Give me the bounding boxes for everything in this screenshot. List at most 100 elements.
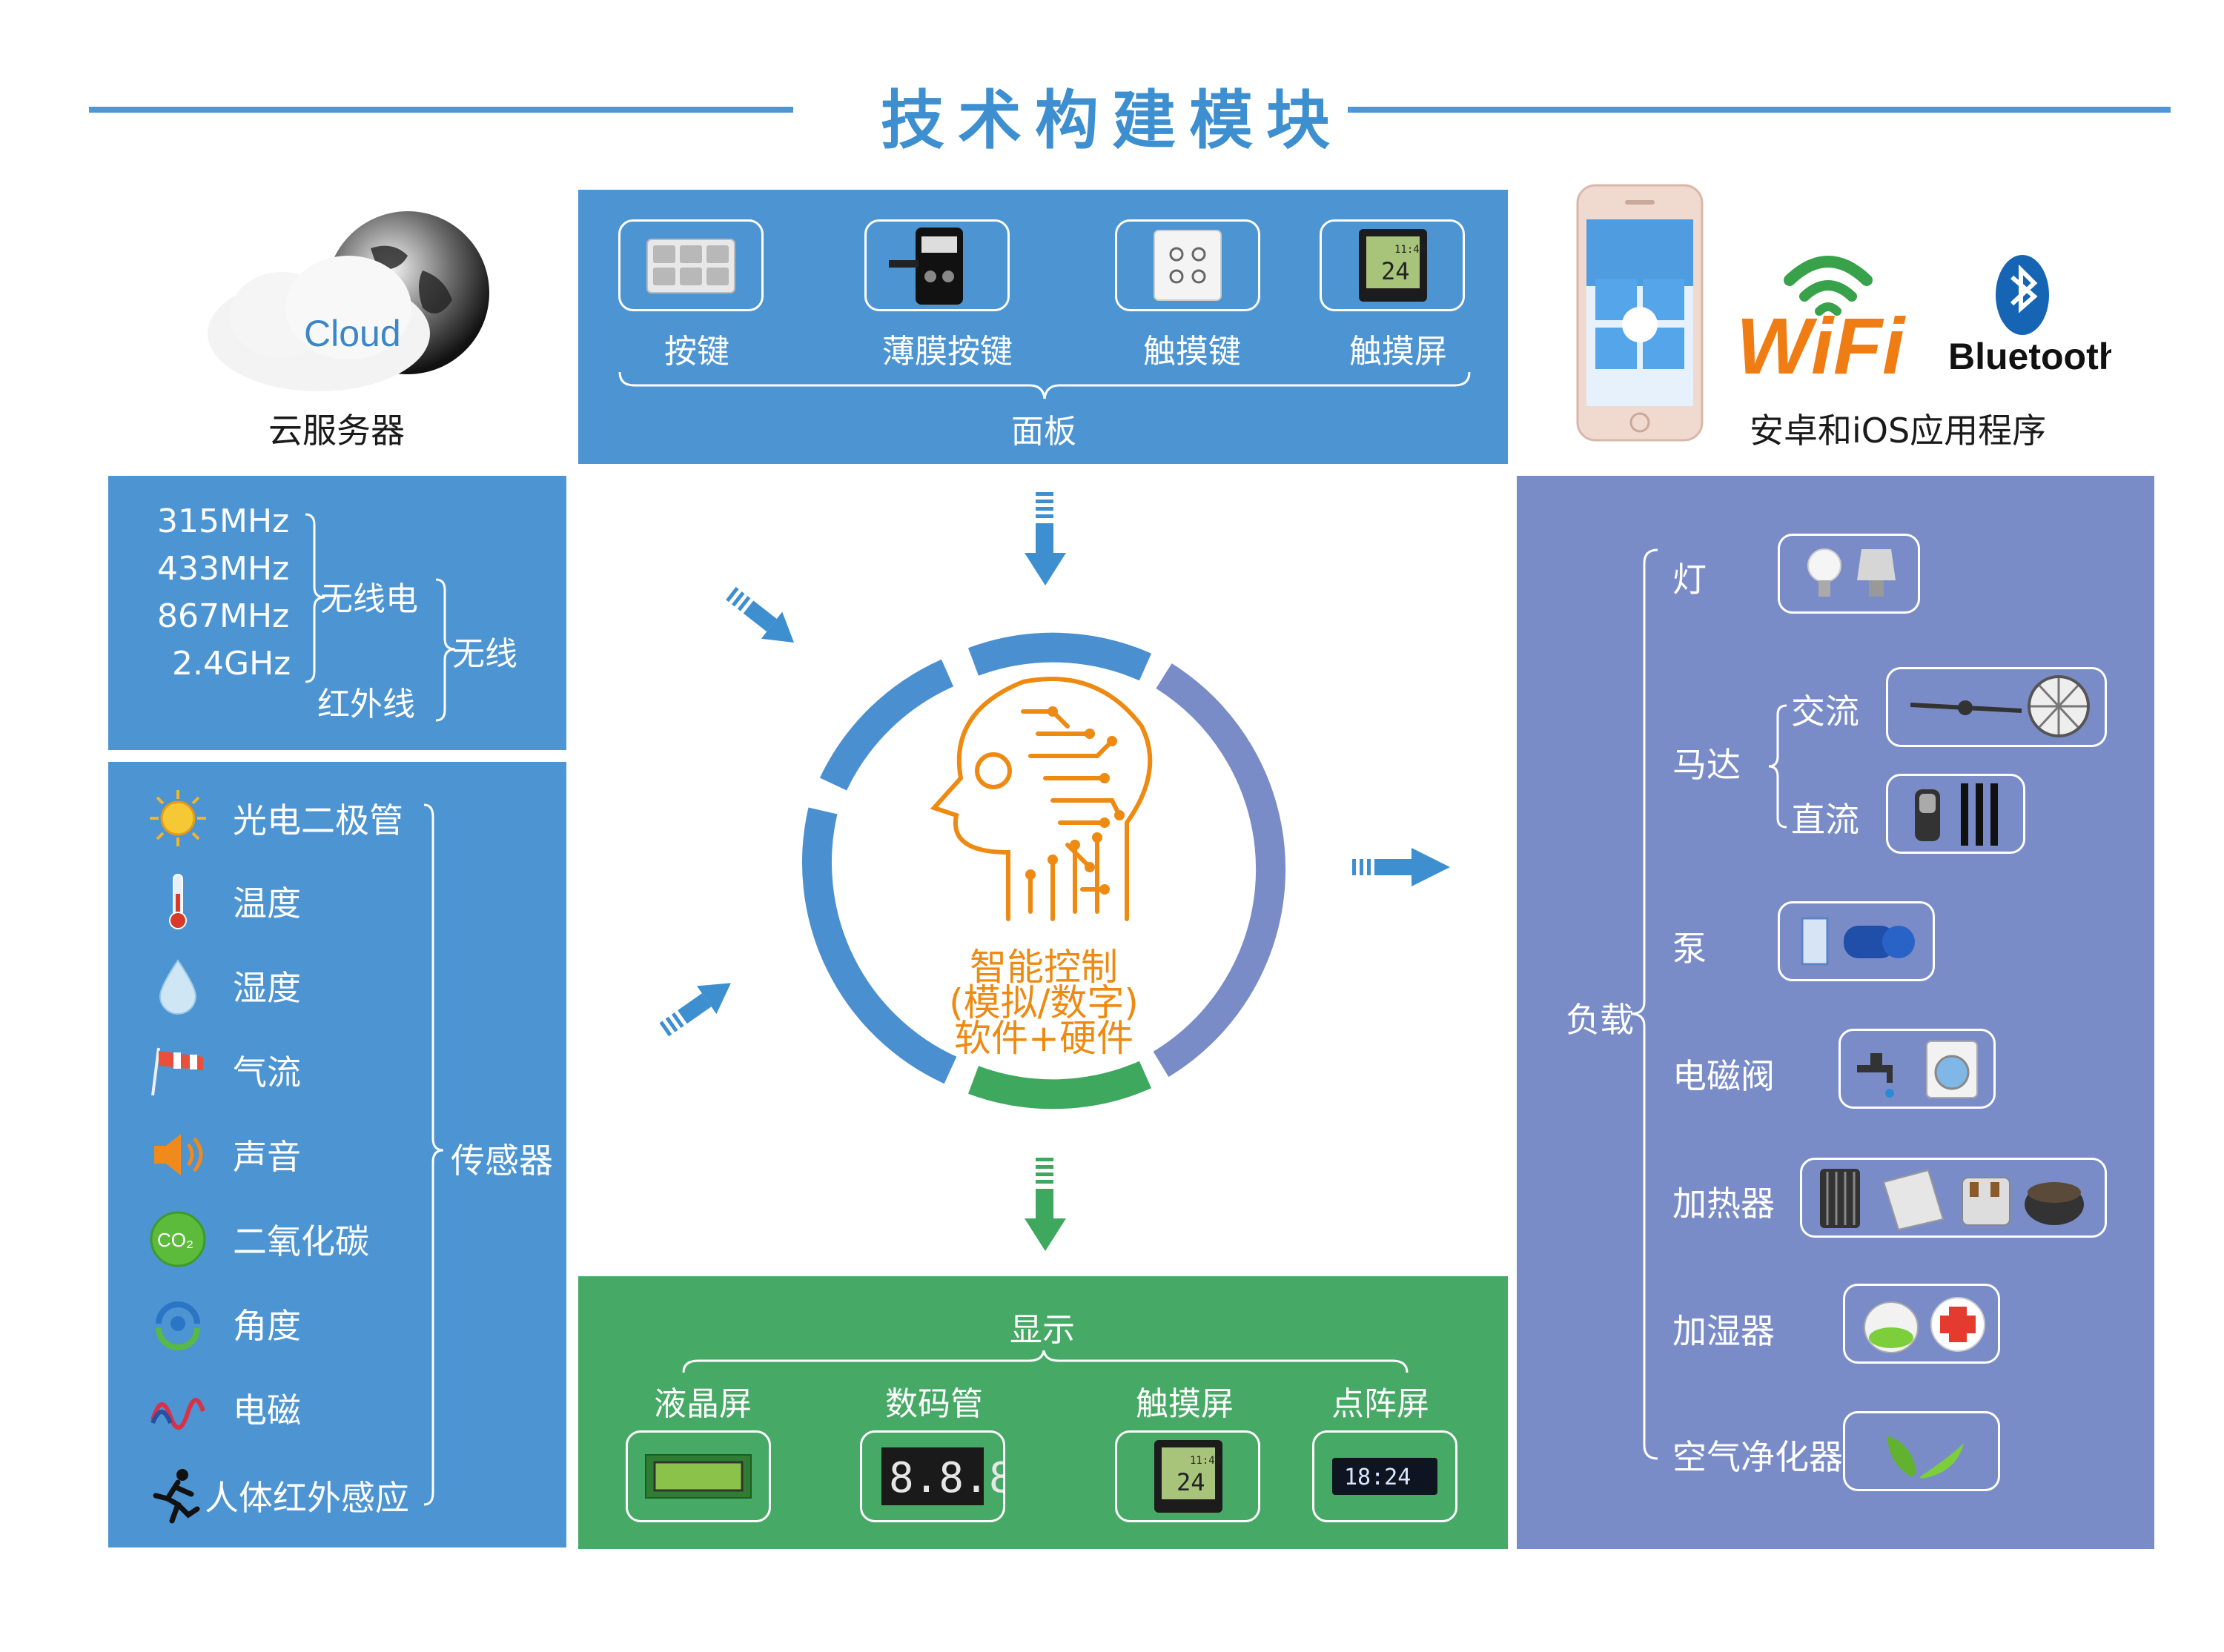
freq-315: 315MHz bbox=[157, 502, 290, 540]
svg-text:11:48: 11:48 bbox=[1190, 1455, 1221, 1467]
display-label-segment: 数码管 bbox=[885, 1385, 983, 1423]
faucet-washer-icon bbox=[1857, 1041, 1978, 1098]
sensor-label: 气流 bbox=[233, 1052, 301, 1092]
windsock-icon bbox=[148, 1041, 208, 1100]
panel-item-frame-touchscreen: 11:48 24 bbox=[1320, 219, 1465, 311]
co2-icon: CO₂ bbox=[148, 1210, 208, 1269]
panel-label-button: 按键 bbox=[664, 333, 729, 371]
smartphone-icon bbox=[1576, 184, 1704, 445]
panel-item-frame-membrane bbox=[864, 219, 1010, 311]
display-label-lcd: 液晶屏 bbox=[654, 1385, 752, 1423]
apps-label: 安卓和iOS应用程序 bbox=[1750, 411, 2047, 451]
freq-2-4: 2.4GHz bbox=[172, 645, 291, 683]
display-frame-lcd bbox=[626, 1430, 771, 1522]
motor-brace bbox=[1768, 704, 1787, 829]
sensor-photodiode: 光电二极管 bbox=[148, 789, 403, 848]
control-ring bbox=[801, 632, 1286, 1109]
center-footer: 软件+硬件 bbox=[954, 1017, 1133, 1060]
heater-appliances-icon bbox=[1820, 1169, 2084, 1231]
radio-brace bbox=[305, 513, 325, 683]
cloud-globe-icon: Cloud bbox=[208, 211, 489, 391]
load-light-label: 灯 bbox=[1672, 560, 1707, 600]
keypad-icon bbox=[646, 239, 735, 293]
water-drop-icon bbox=[148, 956, 208, 1015]
thermostat-icon: 11:48 24 bbox=[1359, 229, 1427, 302]
load-group-label: 负载 bbox=[1566, 1000, 1634, 1040]
svg-text:18:24: 18:24 bbox=[1344, 1464, 1411, 1490]
panel-group-label: 面板 bbox=[1011, 413, 1076, 451]
title-line-right bbox=[1348, 107, 2171, 113]
running-person-icon bbox=[145, 1466, 205, 1525]
display-frame-segment: 8.8.8 bbox=[860, 1430, 1014, 1522]
svg-text:24: 24 bbox=[1176, 1468, 1205, 1496]
seven-segment-icon: 8.8.8 bbox=[881, 1447, 1014, 1505]
panel-section: 11:48 24 按键 薄膜按键 触摸键 触摸屏 面板 bbox=[578, 190, 1508, 464]
sensor-temperature: 温度 bbox=[148, 872, 301, 931]
load-ac-frame bbox=[1886, 667, 2107, 747]
load-ac-label: 交流 bbox=[1791, 691, 1859, 732]
load-purifier-frame bbox=[1843, 1411, 2000, 1491]
arrow-down-bottom bbox=[1025, 1158, 1066, 1251]
sensor-label: 角度 bbox=[233, 1306, 301, 1346]
svg-text:11:48: 11:48 bbox=[1394, 244, 1426, 256]
wireless-group-label: 无线 bbox=[452, 635, 517, 673]
sensor-brace bbox=[423, 803, 444, 1506]
display-label-touchscreen: 触摸屏 bbox=[1136, 1385, 1234, 1423]
sensor-group-label: 传感器 bbox=[451, 1141, 553, 1181]
thermometer-icon bbox=[148, 872, 208, 931]
page-title: 技术构建模块 bbox=[881, 84, 1343, 158]
load-purifier-label: 空气净化器 bbox=[1672, 1437, 1843, 1477]
sensor-angle: 角度 bbox=[148, 1294, 301, 1353]
load-motor-label: 马达 bbox=[1672, 745, 1741, 785]
load-light-frame bbox=[1778, 534, 1920, 614]
touch-key-icon bbox=[1154, 230, 1222, 301]
display-frame-dotmatrix: 18:24 bbox=[1312, 1430, 1457, 1522]
magnet-wave-icon bbox=[148, 1379, 208, 1438]
dot-matrix-icon: 18:24 bbox=[1332, 1458, 1437, 1495]
sensor-electromagnetic: 电磁 bbox=[148, 1379, 301, 1438]
sensor-airflow: 气流 bbox=[148, 1041, 301, 1100]
bluetooth-icon: Bluetooth bbox=[1941, 252, 2121, 385]
svg-text:8.8.8: 8.8.8 bbox=[889, 1454, 1003, 1502]
load-heater-frame bbox=[1800, 1158, 2107, 1238]
speaker-icon bbox=[148, 1125, 208, 1184]
arrow-diag-topleft bbox=[726, 586, 794, 643]
shaver-icon bbox=[1915, 783, 1998, 846]
cloud-logo-text: Cloud bbox=[304, 313, 401, 354]
svg-text:CO₂: CO₂ bbox=[157, 1229, 193, 1251]
load-valve-frame bbox=[1839, 1029, 1996, 1109]
humidifier-icon bbox=[1864, 1297, 1985, 1353]
wireless-brace bbox=[435, 578, 456, 722]
sensor-label: 二氧化碳 bbox=[233, 1221, 369, 1261]
panel-item-frame-touchkey bbox=[1115, 219, 1260, 311]
bluetooth-text: Bluetooth bbox=[1948, 336, 2111, 377]
center-subtitle: (模拟/数字) bbox=[949, 981, 1139, 1024]
wireless-section: 315MHz 433MHz 867MHz 2.4GHz 无线电 红外线 无线 bbox=[108, 476, 566, 750]
pump-icon bbox=[1801, 917, 1915, 966]
sensor-humidity: 湿度 bbox=[148, 956, 301, 1015]
sensor-label: 电磁 bbox=[233, 1390, 301, 1430]
fan-icon bbox=[1910, 675, 2090, 737]
load-section bbox=[1517, 476, 2154, 1549]
panel-label-touchscreen: 触摸屏 bbox=[1349, 333, 1447, 371]
sensor-co2: CO₂ 二氧化碳 bbox=[148, 1210, 369, 1269]
sensor-label: 人体红外感应 bbox=[205, 1478, 409, 1518]
cloud-label: 云服务器 bbox=[268, 411, 405, 451]
load-brace bbox=[1630, 548, 1658, 1460]
load-heater-label: 加热器 bbox=[1672, 1184, 1775, 1224]
load-dc-label: 直流 bbox=[1791, 800, 1859, 840]
arrow-down-top bbox=[1025, 492, 1066, 586]
bulb-icon bbox=[1807, 548, 1896, 597]
sensor-pir: 人体红外感应 bbox=[145, 1466, 409, 1525]
angle-icon bbox=[148, 1294, 208, 1353]
ir-label: 红外线 bbox=[317, 686, 415, 723]
sensor-sound: 声音 bbox=[148, 1125, 301, 1184]
sun-icon bbox=[148, 789, 208, 848]
load-pump-frame bbox=[1778, 901, 1935, 981]
wifi-icon: WiFi bbox=[1733, 228, 1923, 391]
load-humidifier-label: 加湿器 bbox=[1672, 1311, 1775, 1351]
load-dc-frame bbox=[1886, 774, 2025, 854]
load-pump-label: 泵 bbox=[1672, 929, 1707, 969]
